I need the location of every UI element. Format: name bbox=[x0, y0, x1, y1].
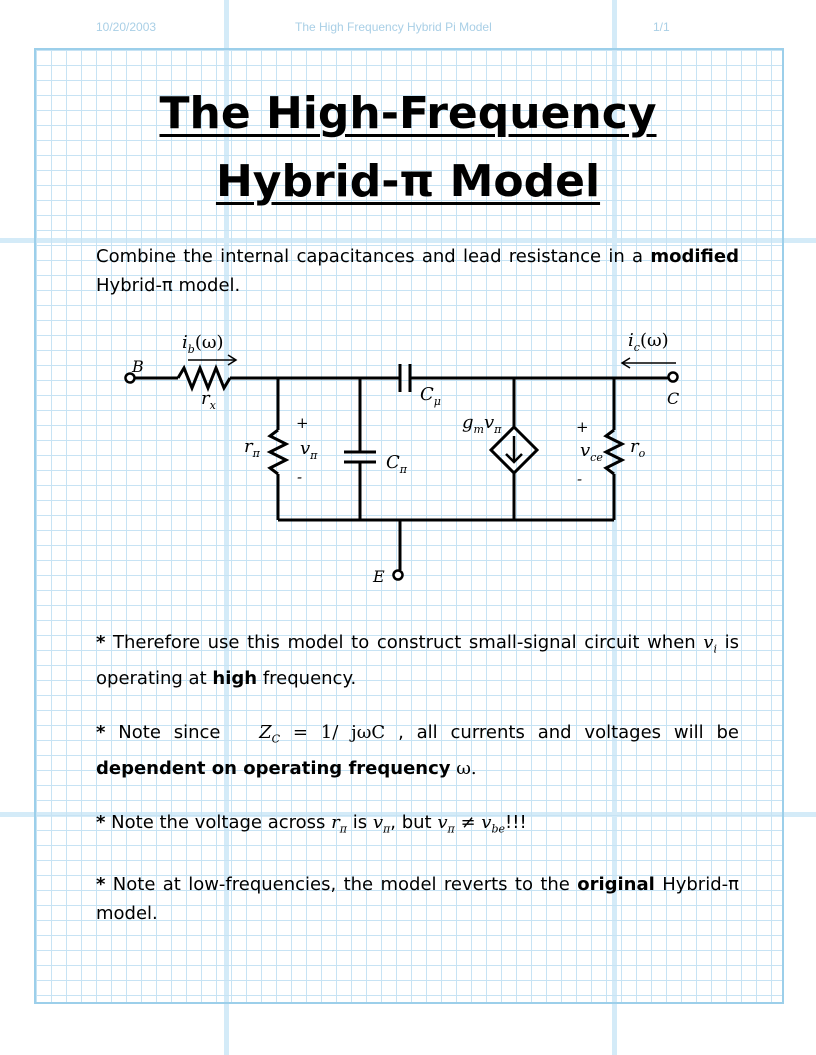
terminal-c bbox=[667, 371, 679, 383]
gm-vpi-label: gmvπ bbox=[462, 412, 502, 436]
ib-label: ib(ω) bbox=[182, 332, 224, 356]
hybrid-pi-circuit: B C E ib(ω) ic(ω) rx rπ + vπ - Cπ Cμ gmv… bbox=[124, 330, 679, 586]
note-impedance: * Note since ZC = 1/ jωC , all currents … bbox=[96, 722, 739, 779]
node-b-label: B bbox=[131, 357, 144, 376]
intro-paragraph: Combine the internal capacitances and le… bbox=[96, 246, 739, 296]
page-title-line1: The High-Frequency bbox=[159, 88, 657, 139]
vpi-label: vπ bbox=[300, 438, 318, 462]
note-voltage-across: * Note the voltage across rπ is vπ, but … bbox=[96, 812, 527, 836]
rx-label: rx bbox=[201, 388, 217, 412]
terminal-b bbox=[124, 372, 136, 384]
vce-plus: + bbox=[576, 418, 589, 436]
ro-label: ro bbox=[630, 436, 646, 460]
header-date: 10/20/2003 bbox=[96, 20, 157, 34]
node-e-label: E bbox=[372, 567, 385, 586]
header-page-number: 1/1 bbox=[653, 20, 670, 34]
terminal-e bbox=[392, 569, 404, 581]
note-low-frequency: * Note at low-frequencies, the model rev… bbox=[96, 874, 739, 924]
rpi-label: rπ bbox=[244, 436, 261, 460]
node-c-label: C bbox=[667, 389, 679, 408]
ic-label: ic(ω) bbox=[628, 330, 669, 354]
vce-label: vce bbox=[580, 440, 603, 464]
graph-paper-grid bbox=[34, 48, 784, 1004]
note-high-frequency: * Therefore use this model to construct … bbox=[96, 632, 739, 689]
vpi-plus: + bbox=[296, 414, 309, 432]
cmu-label: Cμ bbox=[420, 384, 441, 408]
page-title-line2: Hybrid-π Model bbox=[215, 156, 601, 207]
vpi-minus: - bbox=[297, 468, 302, 486]
header-doc-title: The High Frequency Hybrid Pi Model bbox=[295, 20, 492, 34]
cpi-label: Cπ bbox=[386, 452, 408, 476]
vce-minus: - bbox=[577, 470, 582, 488]
